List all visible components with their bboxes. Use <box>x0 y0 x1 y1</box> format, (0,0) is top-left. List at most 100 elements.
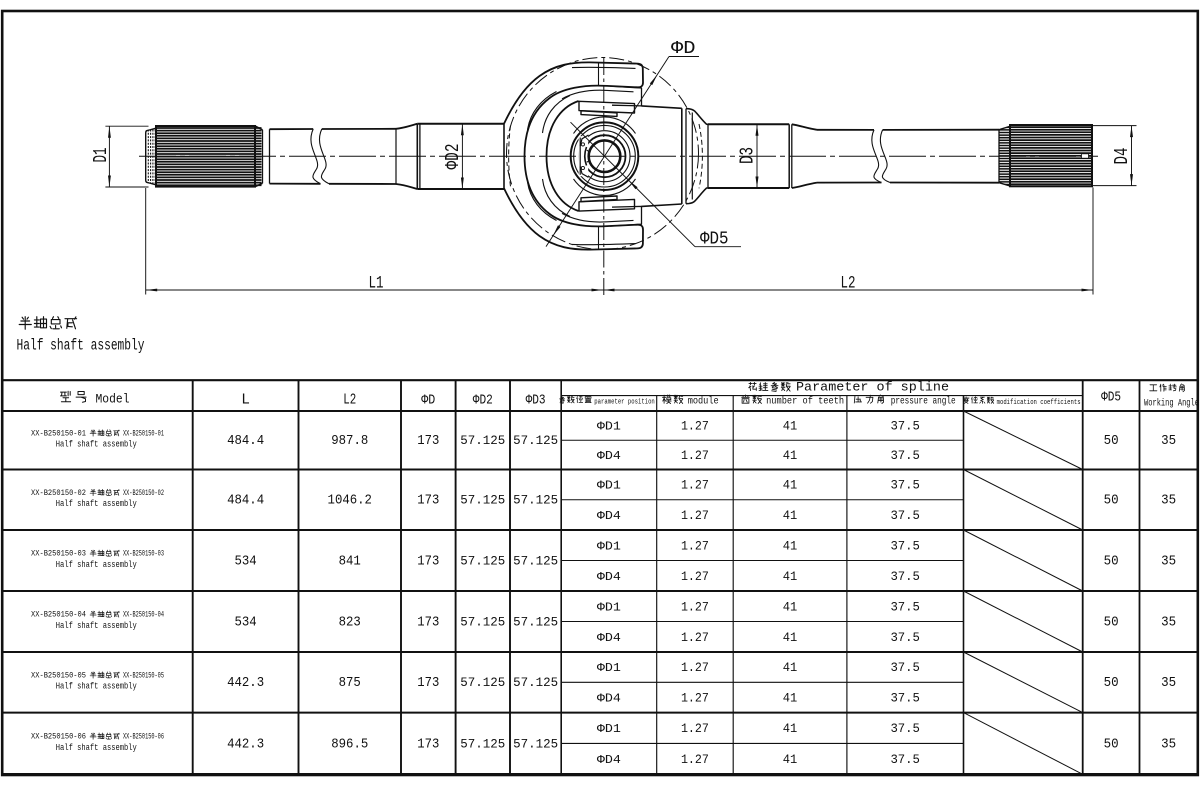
svg-text:37.5: 37.5 <box>890 753 920 767</box>
svg-text:35: 35 <box>1161 554 1176 569</box>
svg-text:41: 41 <box>783 479 798 493</box>
svg-text:57.125: 57.125 <box>460 675 505 690</box>
svg-text:823: 823 <box>339 615 361 630</box>
svg-text:173: 173 <box>417 554 439 569</box>
svg-text:57.125: 57.125 <box>460 553 505 568</box>
svg-text:987.8: 987.8 <box>331 434 368 449</box>
svg-text:parameter position: parameter position <box>594 398 655 406</box>
svg-text:57.125: 57.125 <box>460 493 505 508</box>
svg-text:ΦD1: ΦD1 <box>597 661 621 675</box>
svg-text:173: 173 <box>417 737 439 752</box>
svg-text:Parameter of spline: Parameter of spline <box>796 381 949 395</box>
svg-text:1.27: 1.27 <box>681 691 709 705</box>
svg-text:50: 50 <box>1104 737 1119 752</box>
svg-text:1.27: 1.27 <box>681 600 709 614</box>
svg-text:57.125: 57.125 <box>513 493 558 508</box>
svg-text:37.5: 37.5 <box>890 420 920 434</box>
svg-text:50: 50 <box>1104 494 1119 509</box>
svg-text:module: module <box>688 396 719 408</box>
svg-text:ΦD1: ΦD1 <box>597 479 621 493</box>
svg-text:XX-B250150-04: XX-B250150-04 <box>123 611 164 620</box>
svg-text:1.27: 1.27 <box>681 631 709 645</box>
svg-text:1.27: 1.27 <box>681 661 709 675</box>
svg-text:57.125: 57.125 <box>460 736 505 751</box>
svg-text:D3: D3 <box>737 147 759 164</box>
svg-text:41: 41 <box>783 661 798 675</box>
svg-text:XX-B250150-03: XX-B250150-03 <box>31 550 86 559</box>
svg-text:173: 173 <box>417 676 439 691</box>
svg-text:534: 534 <box>235 615 257 630</box>
svg-text:ΦD2: ΦD2 <box>473 394 493 409</box>
svg-text:Half shaft assembly: Half shaft assembly <box>56 621 137 631</box>
svg-text:XX-B250150-01: XX-B250150-01 <box>31 429 86 438</box>
svg-text:442.3: 442.3 <box>227 737 264 752</box>
svg-text:XX-B250150-06: XX-B250150-06 <box>31 733 86 742</box>
svg-text:35: 35 <box>1161 494 1176 509</box>
svg-text:37.5: 37.5 <box>890 570 920 584</box>
svg-text:ΦD1: ΦD1 <box>597 600 621 614</box>
svg-text:442.3: 442.3 <box>227 676 264 691</box>
svg-text:ΦD4: ΦD4 <box>597 691 621 705</box>
svg-text:57.125: 57.125 <box>513 736 558 751</box>
svg-text:41: 41 <box>783 631 798 645</box>
svg-text:57.125: 57.125 <box>460 433 505 448</box>
svg-text:50: 50 <box>1104 554 1119 569</box>
svg-text:Working Angle: Working Angle <box>1144 397 1199 409</box>
svg-text:Half shaft assembly: Half shaft assembly <box>17 337 145 355</box>
svg-text:1.27: 1.27 <box>681 449 709 463</box>
svg-text:Half shaft assembly: Half shaft assembly <box>56 499 137 509</box>
svg-text:57.125: 57.125 <box>460 614 505 629</box>
svg-text:D4: D4 <box>1111 148 1133 165</box>
svg-text:1.27: 1.27 <box>681 509 709 523</box>
svg-text:Model: Model <box>96 392 130 407</box>
svg-text:1.27: 1.27 <box>681 570 709 584</box>
svg-text:841: 841 <box>339 554 361 569</box>
svg-text:ΦD4: ΦD4 <box>597 509 621 523</box>
svg-text:L1: L1 <box>369 274 384 294</box>
svg-text:XX-B250150-06: XX-B250150-06 <box>123 733 164 742</box>
svg-text:41: 41 <box>783 449 798 463</box>
svg-text:57.125: 57.125 <box>513 433 558 448</box>
svg-text:ΦD2: ΦD2 <box>442 144 464 170</box>
svg-text:number of teeth: number of teeth <box>766 396 844 408</box>
svg-text:1.27: 1.27 <box>681 722 709 736</box>
svg-text:XX-B250150-02: XX-B250150-02 <box>123 489 164 498</box>
svg-text:ΦD: ΦD <box>671 39 696 59</box>
svg-text:ΦD5: ΦD5 <box>700 230 729 250</box>
svg-text:57.125: 57.125 <box>513 675 558 690</box>
svg-text:1.27: 1.27 <box>681 539 709 553</box>
svg-text:41: 41 <box>783 420 798 434</box>
svg-text:Half shaft assembly: Half shaft assembly <box>56 440 137 450</box>
svg-text:37.5: 37.5 <box>890 449 920 463</box>
svg-text:37.5: 37.5 <box>890 691 920 705</box>
svg-text:41: 41 <box>783 539 798 553</box>
svg-text:modification coefficients: modification coefficients <box>997 399 1081 407</box>
svg-text:Half shaft assembly: Half shaft assembly <box>56 682 137 692</box>
svg-text:ΦD4: ΦD4 <box>597 449 621 463</box>
svg-text:37.5: 37.5 <box>890 479 920 493</box>
svg-text:50: 50 <box>1104 676 1119 691</box>
svg-text:ΦD: ΦD <box>421 394 435 409</box>
svg-text:41: 41 <box>783 600 798 614</box>
svg-text:57.125: 57.125 <box>513 553 558 568</box>
svg-text:484.4: 484.4 <box>227 494 264 509</box>
svg-text:XX-B250150-05: XX-B250150-05 <box>31 672 86 681</box>
svg-text:Half shaft assembly: Half shaft assembly <box>56 743 137 753</box>
svg-text:L2: L2 <box>841 274 856 294</box>
svg-text:1.27: 1.27 <box>681 420 709 434</box>
svg-text:37.5: 37.5 <box>890 600 920 614</box>
svg-text:XX-B250150-05: XX-B250150-05 <box>123 672 164 681</box>
svg-text:37.5: 37.5 <box>890 661 920 675</box>
svg-text:XX-B250150-02: XX-B250150-02 <box>31 489 86 498</box>
svg-text:173: 173 <box>417 434 439 449</box>
svg-text:35: 35 <box>1161 434 1176 449</box>
svg-text:896.5: 896.5 <box>331 737 368 752</box>
svg-text:35: 35 <box>1161 615 1176 630</box>
svg-text:37.5: 37.5 <box>890 509 920 523</box>
svg-text:ΦD1: ΦD1 <box>597 539 621 553</box>
svg-text:875: 875 <box>339 676 361 691</box>
svg-text:37.5: 37.5 <box>890 631 920 645</box>
svg-text:ΦD1: ΦD1 <box>597 420 621 434</box>
svg-text:484.4: 484.4 <box>227 434 264 449</box>
svg-text:37.5: 37.5 <box>890 539 920 553</box>
